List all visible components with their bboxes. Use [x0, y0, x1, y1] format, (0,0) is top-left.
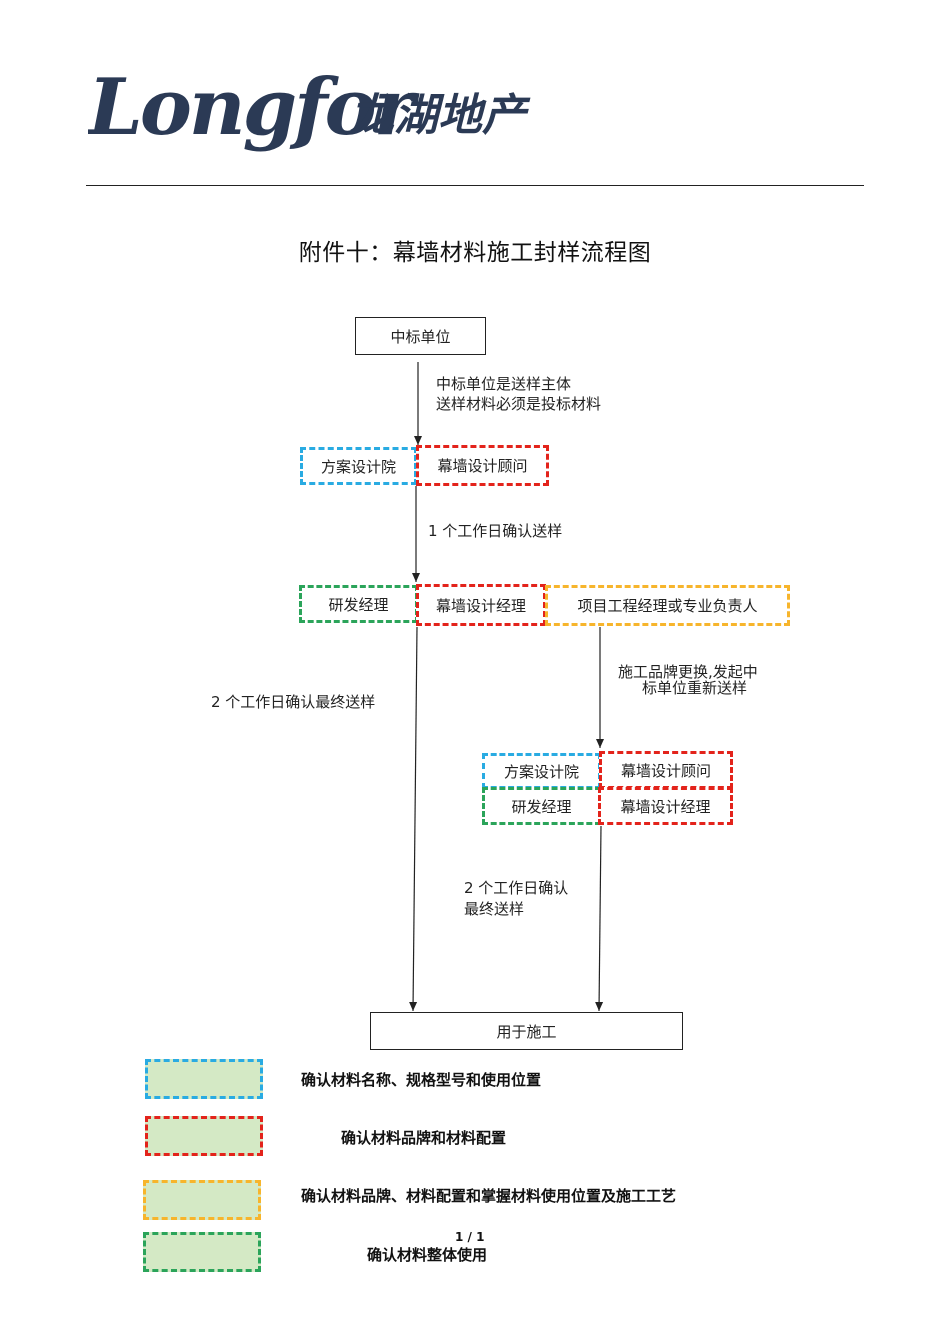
page-number: 1 / 1 — [455, 1230, 485, 1244]
note-two-day-final: 2 个工作日确认最终送样 — [211, 693, 376, 711]
box-project-manager: 项目工程经理或专业负责人 — [545, 585, 790, 626]
note-one-day: 1 个工作日确认送样 — [428, 522, 563, 540]
legend-swatch-blue — [145, 1059, 263, 1099]
note-sender-line2: 送样材料必须是投标材料 — [436, 395, 602, 413]
box-curtainwall-manager-2: 幕墙设计经理 — [598, 787, 733, 825]
header-divider — [86, 185, 864, 186]
note-two-day-line1: 2 个工作日确认 — [464, 879, 569, 897]
box-rd-manager: 研发经理 — [299, 585, 418, 623]
box-rd-manager-2: 研发经理 — [482, 787, 601, 825]
box-curtainwall-consultant: 幕墙设计顾问 — [416, 445, 549, 486]
note-brand-change-line2: 标单位重新送样 — [642, 679, 748, 697]
legend-text-green: 确认材料整体使用 — [367, 1246, 488, 1264]
logo-graphic: Longfor 龙湖地产 — [86, 62, 531, 153]
start-box: 中标单位 — [355, 317, 486, 355]
legend-swatch-yellow — [143, 1180, 261, 1220]
note-two-day-line2: 最终送样 — [464, 900, 525, 918]
arrow-row3-to-end — [595, 825, 604, 1012]
box-design-institute: 方案设计院 — [300, 447, 417, 485]
legend-text-blue: 确认材料名称、规格型号和使用位置 — [301, 1071, 542, 1089]
legend-swatch-red — [145, 1116, 263, 1156]
note-sender-line1: 中标单位是送样主体 — [436, 375, 572, 393]
logo-wordmark: Longfor — [88, 62, 420, 153]
legend-text-yellow: 确认材料品牌、材料配置和掌握材料使用位置及施工工艺 — [301, 1187, 677, 1205]
box-curtainwall-consultant-2: 幕墙设计顾问 — [599, 751, 733, 789]
logo-chinese: 龙湖地产 — [350, 90, 531, 141]
legend-text-red: 确认材料品牌和材料配置 — [341, 1129, 507, 1147]
longfor-logo: Longfor 龙湖地产 — [86, 62, 558, 170]
page-title: 附件十：幕墙材料施工封样流程图 — [298, 240, 652, 266]
end-box: 用于施工 — [370, 1012, 683, 1050]
box-design-institute-2: 方案设计院 — [482, 753, 601, 789]
arrow-row2-to-end — [409, 626, 418, 1012]
legend-swatch-green — [143, 1232, 261, 1272]
box-curtainwall-manager: 幕墙设计经理 — [416, 584, 546, 626]
note-brand-change-line1: 施工品牌更换,发起中 — [618, 663, 758, 681]
